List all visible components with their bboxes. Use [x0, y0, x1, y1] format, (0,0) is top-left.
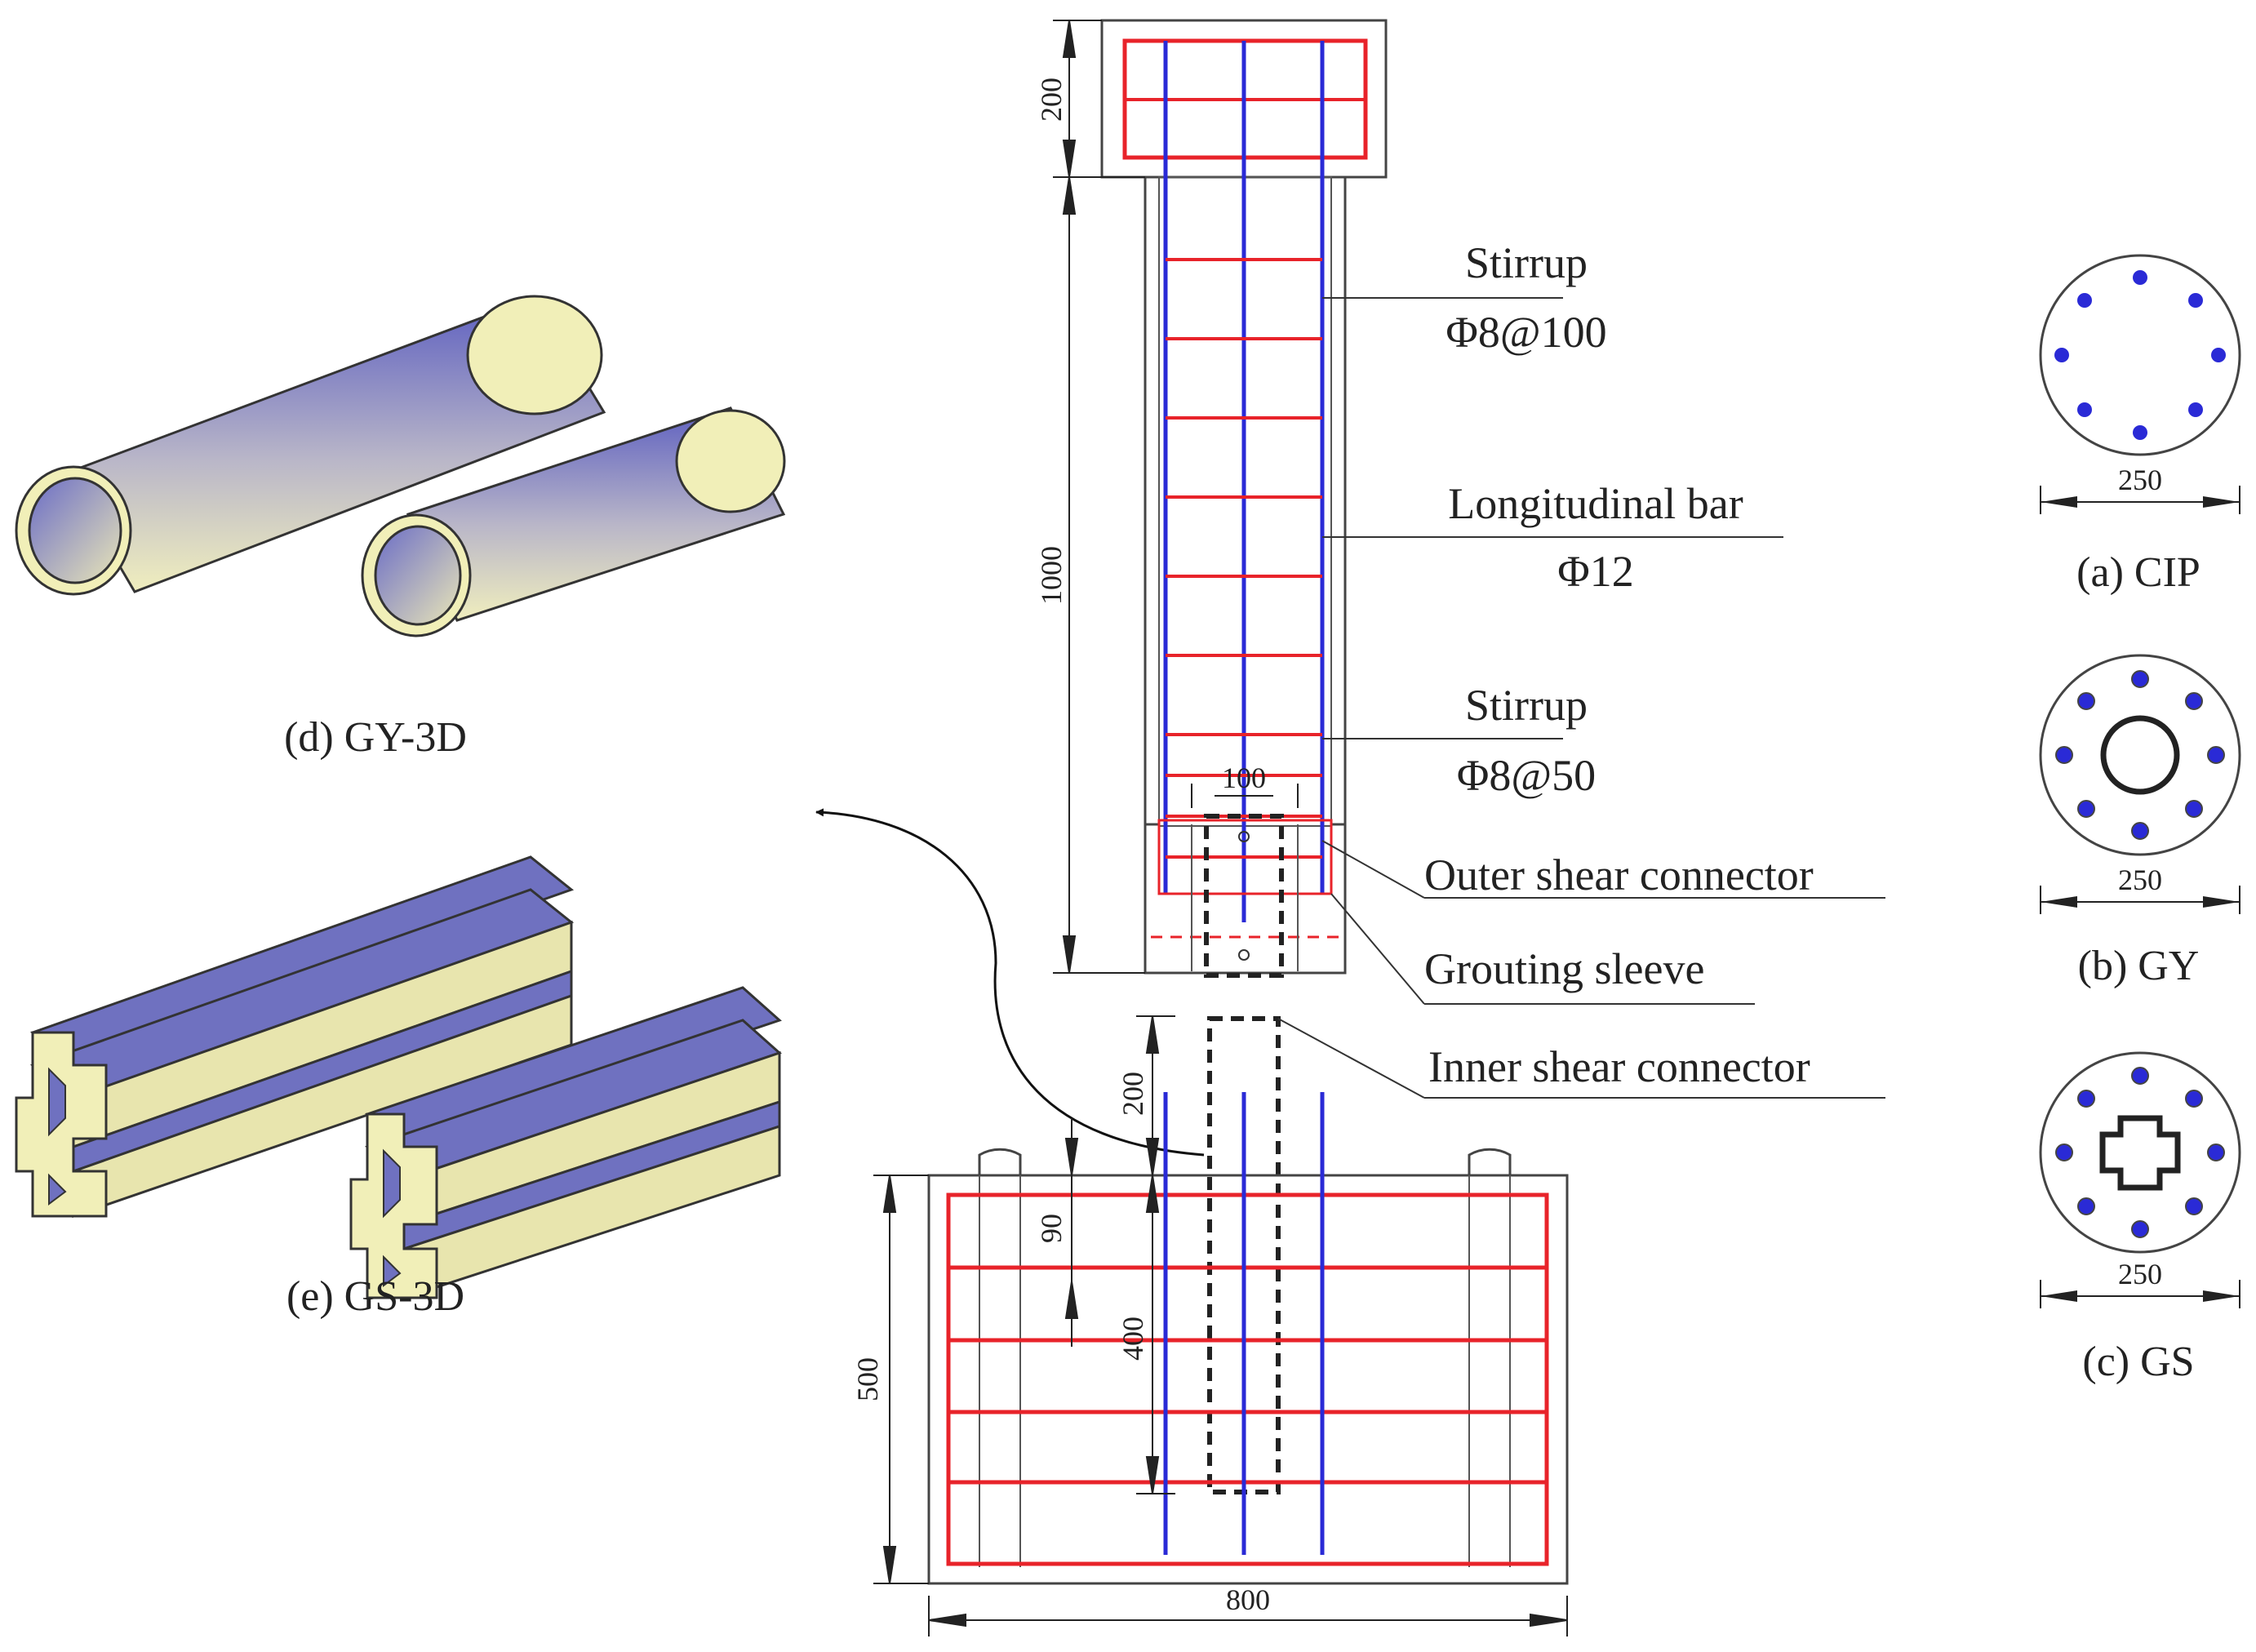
dim-sleeve-width: 100: [1222, 762, 1266, 794]
tube-large: [15, 295, 606, 596]
footing-outline: [927, 1174, 1569, 1585]
section-cip: [2039, 254, 2241, 514]
dim-footing-width: 800: [1226, 1583, 1270, 1616]
footing-rebar-mesh: [946, 1192, 1549, 1566]
callout-inner-connector: Inner shear connector: [1428, 1042, 1810, 1091]
dim-footing-height: 500: [851, 1357, 884, 1401]
dimension-lines: [873, 20, 1568, 1636]
curved-arrow: [815, 808, 1205, 1157]
footing-longitudinal-bars: [1163, 1092, 1325, 1555]
dim-section-cip: 250: [2118, 464, 2162, 496]
callout-stirrup-bottom-spec: Φ8@50: [1457, 751, 1596, 800]
callout-longitudinal-spec: Φ12: [1557, 547, 1633, 596]
caption-cip: (a) CIP: [2076, 549, 2200, 596]
gs-3d-model: [15, 855, 782, 1300]
section-gy: [2039, 654, 2241, 914]
caption-gy: (b) GY: [2078, 943, 2200, 989]
callout-stirrup-top: Stirrup: [1465, 238, 1588, 287]
cross-bar-small: [349, 986, 782, 1300]
dim-section-gs: 250: [2118, 1258, 2162, 1290]
caption-gs-3d: (e) GS-3D: [286, 1273, 464, 1320]
cross-bar-large: [15, 855, 575, 1219]
grouting-sleeve: [1145, 819, 1345, 971]
dim-column-height: 1000: [1035, 546, 1068, 605]
dim-connector-height: 200: [1117, 1072, 1149, 1116]
outer-shear-connector: [1204, 814, 1284, 978]
dim-cap-height: 200: [1035, 78, 1068, 122]
leader-lines: [1277, 297, 1885, 1099]
dim-section-gy: 250: [2118, 864, 2162, 896]
callout-longitudinal: Longitudinal bar: [1448, 479, 1743, 528]
dim-footing-top: 90: [1035, 1214, 1068, 1243]
callout-outer-connector: Outer shear connector: [1424, 850, 1814, 899]
stirrups: [1166, 258, 1322, 859]
caption-gs: (c) GS: [2082, 1339, 2194, 1385]
caption-gy-3d: (d) GY-3D: [284, 714, 467, 761]
tube-small: [361, 406, 786, 637]
callout-stirrup-bottom: Stirrup: [1465, 681, 1588, 730]
dim-footing-depth: 400: [1117, 1317, 1149, 1361]
footing: [927, 1092, 1569, 1585]
section-gs: [2039, 1051, 2241, 1308]
callout-grouting-sleeve: Grouting sleeve: [1424, 944, 1704, 993]
callout-stirrup-top-spec: Φ8@100: [1446, 308, 1606, 357]
gy-3d-model: [15, 295, 786, 637]
